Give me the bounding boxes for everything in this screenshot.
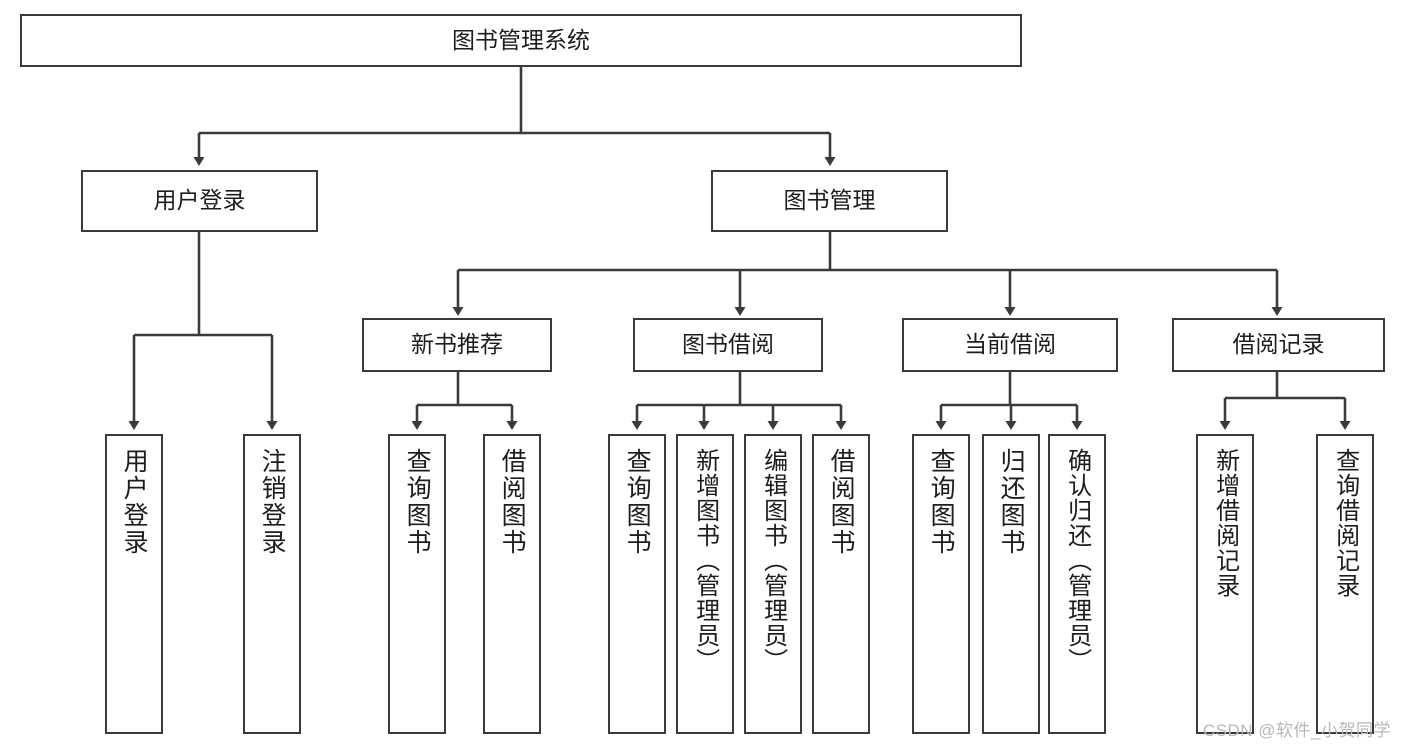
node-user-login[interactable]: 用户登录 [81,170,318,232]
leaf-borrow-edit-book-label: 编辑图书（管理员） [759,448,787,673]
node-root-system-label: 图书管理系统 [452,26,590,53]
leaf-current-return-book[interactable]: 归还图书 [982,434,1040,734]
leaf-current-query-book-label: 查询图书 [927,448,956,556]
leaf-borrow-add-book-label: 新增图书（管理员） [691,448,719,673]
leaf-current-confirm-return-label: 确认归还（管理员） [1063,448,1091,673]
node-borrow-record-label: 借阅记录 [1232,331,1325,358]
leaf-recommend-query-book[interactable]: 查询图书 [388,434,446,734]
node-current-borrow[interactable]: 当前借阅 [902,318,1118,372]
leaf-recommend-borrow-book[interactable]: 借阅图书 [483,434,541,734]
leaf-borrow-add-book[interactable]: 新增图书（管理员） [676,434,734,734]
leaf-borrow-query-book-label: 查询图书 [623,448,652,556]
leaf-borrow-borrow-book[interactable]: 借阅图书 [812,434,870,734]
leaf-current-query-book[interactable]: 查询图书 [912,434,970,734]
node-current-borrow-label: 当前借阅 [964,331,1056,358]
node-borrow-record[interactable]: 借阅记录 [1172,318,1385,372]
node-new-book-recommend-label: 新书推荐 [411,331,503,358]
leaf-borrow-query-book[interactable]: 查询图书 [608,434,666,734]
leaf-user-login-login-label: 用户登录 [120,448,149,556]
leaf-record-add-record-label: 新增借阅记录 [1211,448,1239,598]
leaf-user-login-login[interactable]: 用户登录 [105,434,163,734]
leaf-current-confirm-return[interactable]: 确认归还（管理员） [1048,434,1106,734]
leaf-user-login-logout[interactable]: 注销登录 [243,434,301,734]
leaf-borrow-borrow-book-label: 借阅图书 [827,448,856,556]
node-book-management-label: 图书管理 [783,187,876,214]
leaf-user-login-logout-label: 注销登录 [258,448,287,556]
leaf-record-query-record[interactable]: 查询借阅记录 [1316,434,1374,734]
node-book-borrow[interactable]: 图书借阅 [633,318,823,372]
leaf-borrow-edit-book[interactable]: 编辑图书（管理员） [744,434,802,734]
leaf-record-add-record[interactable]: 新增借阅记录 [1196,434,1254,734]
node-user-login-label: 用户登录 [153,187,246,214]
leaf-record-query-record-label: 查询借阅记录 [1331,448,1359,598]
leaf-recommend-query-book-label: 查询图书 [403,448,432,556]
node-root-system[interactable]: 图书管理系统 [20,14,1022,67]
leaf-recommend-borrow-book-label: 借阅图书 [498,448,527,556]
leaf-current-return-book-label: 归还图书 [997,448,1026,556]
node-book-borrow-label: 图书借阅 [682,331,774,358]
node-new-book-recommend[interactable]: 新书推荐 [362,318,552,372]
node-book-management[interactable]: 图书管理 [711,170,948,232]
